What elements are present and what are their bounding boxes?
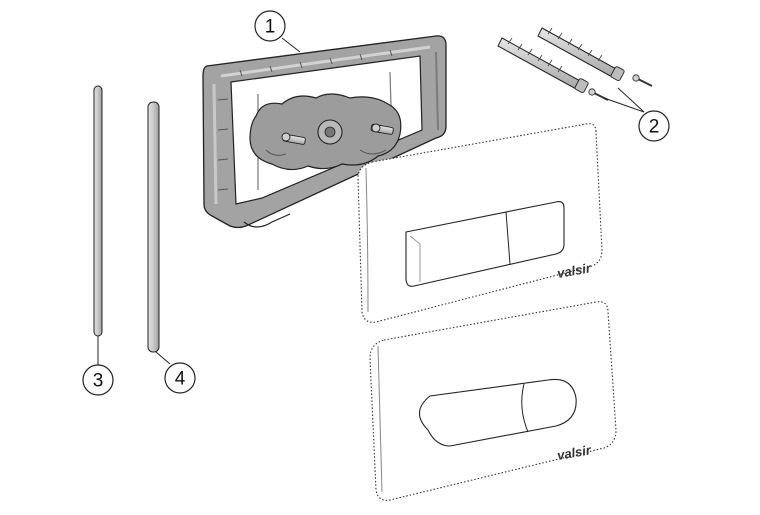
- push-pin-left: [281, 132, 306, 145]
- flush-plate-oval: valsir: [369, 301, 617, 501]
- wall-plug-upper: [537, 27, 625, 82]
- mounting-frame: [202, 35, 447, 229]
- rod-4: [147, 101, 160, 353]
- callout-1: 1: [254, 10, 301, 53]
- callout-label-2: 2: [649, 117, 660, 138]
- callout-4: 4: [155, 351, 196, 394]
- screw-upper: [632, 74, 653, 87]
- flush-plate-rectangular: valsir: [357, 123, 603, 323]
- rod-3: [93, 85, 103, 337]
- callout-label-4: 4: [175, 369, 186, 390]
- brand-logo-rectangular-plate: valsir: [556, 260, 593, 281]
- callout-3: 3: [82, 336, 114, 396]
- callout-label-1: 1: [265, 17, 276, 38]
- wall-plug-lower: [497, 37, 589, 94]
- dual-flush-buttons-rectangular: [405, 201, 565, 287]
- brand-logo-oval-plate: valsir: [556, 442, 593, 463]
- actuator-mechanism: [249, 93, 402, 171]
- dual-flush-buttons-oval: [418, 378, 577, 447]
- callout-label-3: 3: [93, 371, 104, 392]
- push-pin-right: [370, 123, 394, 135]
- callout-2: 2: [603, 87, 670, 142]
